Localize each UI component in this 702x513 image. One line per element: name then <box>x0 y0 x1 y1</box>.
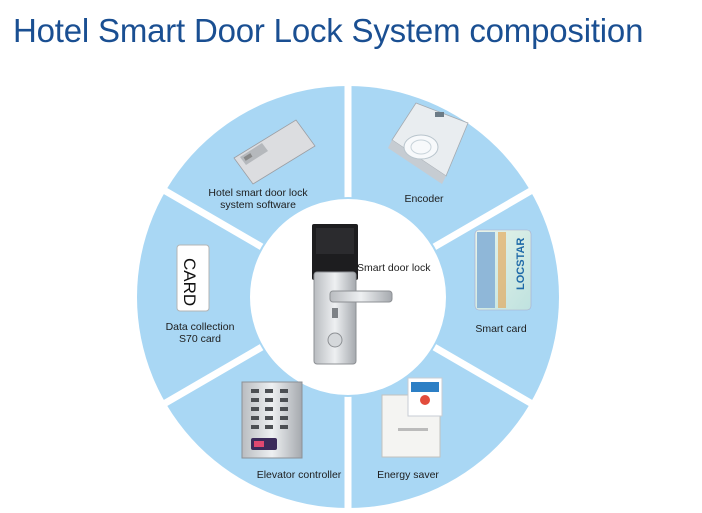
label-line: S70 card <box>179 333 221 345</box>
page-title: Hotel Smart Door Lock System composition <box>13 12 644 49</box>
label-line: system software <box>220 199 296 211</box>
label-line: Encoder <box>404 193 444 205</box>
label-smart-door-lock: Smart door lock <box>357 262 431 274</box>
label-energy-saver: Energy saver <box>377 469 439 481</box>
data-collection-card-icon: CARD <box>176 244 210 312</box>
label-line: Hotel smart door lock <box>208 187 308 199</box>
label-line: Elevator controller <box>257 469 342 481</box>
label-elevator-controller: Elevator controller <box>257 469 342 481</box>
label-line: Smart card <box>475 323 527 335</box>
label-line: Data collection <box>166 321 235 333</box>
smart-card-icon: LOCSTAR <box>474 229 532 311</box>
encoder-icon <box>388 102 469 184</box>
card-text: CARD <box>180 258 199 306</box>
usb-card-icon <box>233 119 316 185</box>
energy-saver-icon <box>381 377 443 458</box>
label-smart-card: Smart card <box>475 323 527 335</box>
label-encoder: Encoder <box>404 193 444 205</box>
label-line: Energy saver <box>377 469 439 481</box>
svg-text:LOCSTAR: LOCSTAR <box>515 238 527 290</box>
smart-door-lock-icon <box>312 224 393 365</box>
elevator-controller-icon <box>241 381 303 459</box>
